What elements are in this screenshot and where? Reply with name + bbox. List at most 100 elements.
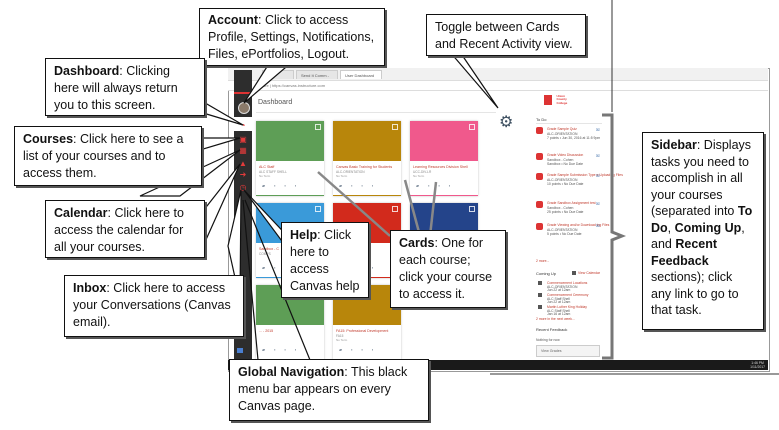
page-title: Dashboard	[258, 99, 293, 106]
event-course: ALC-ORIENTATION	[547, 284, 578, 289]
divider	[536, 123, 602, 124]
event-title[interactable]: Martin Luther King Holiday	[547, 305, 587, 309]
card-action-icons[interactable]: ▰▪▪▪	[262, 265, 305, 270]
dashboard-options-gear-icon[interactable]: ⚙	[499, 114, 514, 131]
callout-text: : One for each course; click your course…	[399, 236, 493, 301]
history-icon[interactable]: ➜	[239, 170, 247, 179]
todo-title[interactable]: Grade Video Discussion	[547, 153, 584, 157]
callout-sidebar: Sidebar: Displays tasks you need to acco…	[642, 132, 764, 330]
card-options-icon[interactable]	[392, 124, 398, 130]
card-course-code: FA15	[336, 334, 344, 338]
card-action-icons[interactable]: ▰▪▪▪	[262, 183, 306, 188]
todo-badge-icon	[536, 127, 543, 134]
help-icon[interactable]: ◷	[239, 183, 247, 192]
card-course-code: COMPS	[259, 252, 271, 256]
event-time: Jun 22 at 12am	[547, 300, 571, 305]
inbox-icon[interactable]: ▲	[239, 159, 247, 168]
coming-up-heading: Coming Up	[536, 271, 557, 276]
dashboard-nav-bg	[234, 117, 252, 131]
card-term: No Term	[259, 174, 271, 178]
callout-bold: To Do	[651, 204, 753, 235]
card-options-icon[interactable]	[315, 206, 321, 212]
todo-title[interactable]: Grade Sample Submission Type e-Uploading…	[547, 173, 623, 177]
card-course-code: ALC STAFF SHELL	[259, 170, 287, 174]
taskbar-time: 1:46 PM	[751, 361, 764, 365]
courses-icon[interactable]: ▣	[239, 135, 247, 144]
callout-text: : Clicking here will always return you t…	[54, 64, 178, 112]
event-title[interactable]: Commencement Ceremony	[547, 293, 589, 297]
todo-badge-icon	[536, 201, 543, 208]
card-action-icons[interactable]: ▰▪▪▪	[339, 183, 383, 188]
todo-title[interactable]: Grade Sample Quiz	[547, 127, 577, 131]
sidebar-bracket	[602, 113, 627, 360]
windows-taskbar	[228, 360, 768, 370]
callout-dashboard: Dashboard: Clicking here will always ret…	[45, 58, 205, 116]
card-action-icons[interactable]: ▰▪▪▪	[339, 347, 383, 352]
card-color-bar	[256, 194, 324, 196]
card-course-code: ALC-ORIENTATION	[336, 170, 365, 174]
todo-course: ALC-ORIENTATION	[547, 131, 578, 136]
todo-more-link[interactable]: 2 more...	[536, 259, 550, 263]
coming-more-link[interactable]: 2 more in the next week...	[536, 317, 575, 321]
card-options-icon[interactable]	[469, 206, 475, 212]
view-calendar-link[interactable]: View Calendar	[578, 271, 600, 275]
callout-label: Inbox	[73, 281, 107, 295]
card-title[interactable]: Sandbox - C	[259, 247, 279, 251]
dismiss-icon[interactable]: ☒	[596, 223, 600, 228]
card-color-header[interactable]	[256, 121, 324, 161]
card-title[interactable]: ALC Staff	[259, 165, 275, 169]
dismiss-icon[interactable]: ☒	[596, 201, 600, 206]
callout-help: Help: Click here to access Canvas help	[281, 222, 369, 298]
card-options-icon[interactable]	[392, 206, 398, 212]
card-color-header[interactable]	[333, 121, 401, 161]
todo-meta: 25 points • No Due Date	[547, 210, 584, 214]
card-action-icons[interactable]: ▰▪▪▪	[416, 183, 460, 188]
callout-toggle-view: Toggle between Cards and Recent Activity…	[426, 14, 586, 56]
course-card[interactable]: ALC Staff ALC STAFF SHELL No Term ▰▪▪▪	[256, 121, 324, 196]
callout-text: : This black menu bar appears on every C…	[238, 365, 408, 413]
card-color-header[interactable]	[410, 121, 478, 161]
view-grades-button[interactable]: View Grades	[536, 345, 600, 357]
callout-text: Toggle between Cards and Recent Activity…	[435, 20, 573, 51]
dismiss-icon[interactable]: ☒	[596, 173, 600, 178]
dashboard-icon[interactable]: ◔	[240, 121, 246, 130]
collapse-nav-icon[interactable]	[237, 348, 243, 353]
card-color-bar	[333, 194, 401, 196]
card-term: No Term	[336, 338, 348, 342]
todo-course: ALC-ORIENTATION	[547, 177, 578, 182]
card-options-icon[interactable]	[315, 124, 321, 130]
dismiss-icon[interactable]: ☒	[596, 127, 600, 132]
card-title[interactable]: Learning Resources Division Shell	[413, 165, 468, 169]
todo-course: Sandbox - Cohen	[547, 157, 574, 162]
calendar-icon[interactable]: ▦	[239, 146, 247, 155]
dismiss-icon[interactable]: ☒	[596, 153, 600, 158]
callout-account: Account: Click to access Profile, Settin…	[199, 8, 385, 66]
divider	[256, 112, 496, 113]
feedback-empty-text: Nothing for now	[536, 338, 560, 342]
recent-feedback-heading: Recent Feedback	[536, 327, 568, 332]
card-title[interactable]: FA15: Professional Development	[336, 329, 389, 333]
callout-label: Dashboard	[54, 64, 120, 78]
card-action-icons[interactable]: ▰▪▪▪	[262, 347, 306, 352]
callout-text: : Click here to access the calendar for …	[54, 206, 184, 254]
todo-title[interactable]: Grade Viewing and/or Download ing Files	[547, 223, 610, 227]
tab-label: User Dashboard	[345, 73, 375, 78]
callout-label: Calendar	[54, 206, 108, 220]
callout-calendar: Calendar: Click here to access the calen…	[45, 200, 205, 258]
event-course: ALC Staff Shell	[547, 296, 570, 301]
address-bar[interactable]: Secure | https://canvas.instructure.com	[228, 81, 768, 91]
card-title[interactable]: ... - 2015	[259, 329, 274, 333]
card-title[interactable]: Canvas Basic Training for Students	[336, 165, 393, 169]
todo-meta: 10 points • No Due Date	[547, 182, 584, 186]
event-title[interactable]: Commencement Locations	[547, 281, 588, 285]
callout-text: ,	[667, 220, 675, 235]
browser-tab-active[interactable]: User Dashboard	[340, 70, 382, 79]
course-card[interactable]: Learning Resources Division Shell UCC-DI…	[410, 121, 478, 196]
todo-title[interactable]: Grade Sandbox Assignment test	[547, 201, 596, 205]
course-card[interactable]: Canvas Basic Training for Students ALC-O…	[333, 121, 401, 196]
card-term: No Term	[413, 174, 425, 178]
todo-course: Sandbox - Cohen	[547, 205, 574, 210]
card-options-icon[interactable]	[469, 124, 475, 130]
callout-text: : Click to access Profile, Settings, Not…	[208, 13, 375, 61]
callout-label: Sidebar	[651, 138, 697, 152]
